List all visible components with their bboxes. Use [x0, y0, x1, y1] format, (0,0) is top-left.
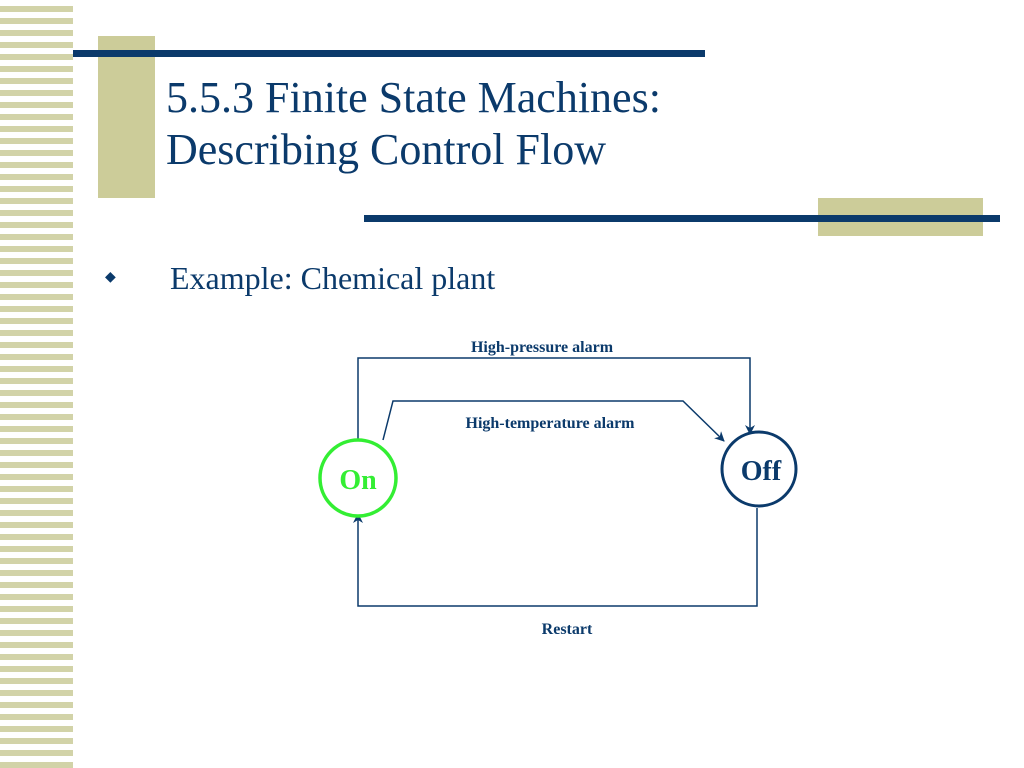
bullet-text: Example: Chemical plant [170, 260, 496, 296]
high-pressure-label: High-pressure alarm [471, 339, 614, 356]
state-on-label: On [339, 465, 377, 496]
decorative-stripe-band [0, 0, 73, 768]
high-temperature-transition-arrow [382, 400, 725, 442]
title-accent-block [98, 36, 155, 198]
state-off-circle [720, 430, 798, 508]
state-on-circle [318, 438, 398, 518]
state-off-label: Off [741, 456, 782, 487]
high-pressure-transition-arrow [357, 357, 755, 442]
high-temperature-label: High-temperature alarm [466, 415, 636, 432]
restart-label: Restart [542, 621, 593, 638]
bullet-item: ◆ Example: Chemical plant [100, 258, 495, 298]
top-rule [73, 50, 705, 57]
diamond-bullet-icon: ◆ [105, 270, 116, 285]
bottom-rule [364, 215, 1000, 222]
slide-title-line-2: Describing Control Flow [166, 125, 606, 174]
slide-title-line-1: 5.5.3 Finite State Machines: [166, 73, 661, 122]
restart-transition-arrow [353, 508, 758, 607]
slide-title: 5.5.3 Finite State Machines: Describing … [166, 72, 866, 176]
